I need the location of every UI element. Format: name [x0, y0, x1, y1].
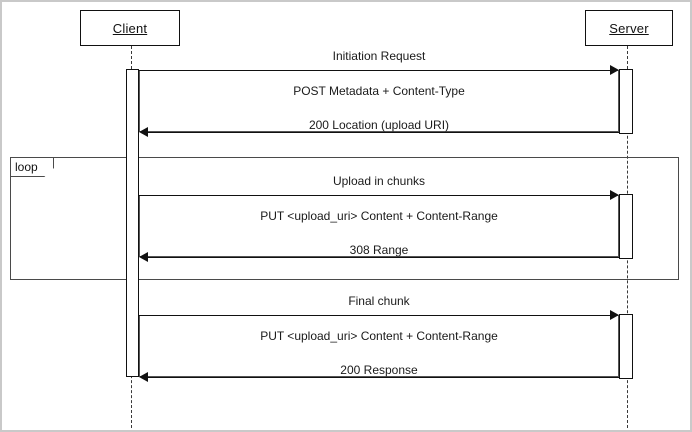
arrowhead-post-metadata — [610, 65, 619, 75]
arrowhead-200-response — [139, 372, 148, 382]
message-arrow-200-response — [148, 377, 619, 378]
message-arrow-put-final — [139, 315, 610, 316]
message-label-put-chunk: PUT <upload_uri> Content + Content-Range — [260, 209, 498, 223]
participant-box-server[interactable]: Server — [585, 10, 673, 46]
arrowhead-308-range — [139, 252, 148, 262]
participant-label-server: Server — [609, 20, 649, 36]
message-label-post-metadata: POST Metadata + Content-Type — [293, 84, 465, 98]
activation-bar-client — [126, 69, 139, 377]
message-label-200-response: 200 Response — [340, 363, 418, 377]
arrowhead-put-final — [610, 310, 619, 320]
loop-fragment-frame — [10, 157, 679, 280]
message-label-put-final: PUT <upload_uri> Content + Content-Range — [260, 329, 498, 343]
activation-bar-server-final — [619, 314, 633, 379]
loop-fragment-tab: loop — [10, 157, 54, 177]
participant-box-client[interactable]: Client — [80, 10, 180, 46]
group-title-final-chunk: Final chunk — [348, 294, 410, 308]
message-arrow-post-metadata — [139, 70, 610, 71]
message-label-308-range: 308 Range — [349, 243, 409, 257]
loop-fragment-label: loop — [15, 160, 38, 174]
message-arrow-308-range — [148, 257, 619, 258]
activation-bar-server-initiation — [619, 69, 633, 134]
activation-bar-server-chunk — [619, 194, 633, 259]
group-title-initiation: Initiation Request — [332, 49, 426, 63]
arrowhead-200-location — [139, 127, 148, 137]
arrowhead-put-chunk — [610, 190, 619, 200]
message-arrow-200-location — [148, 132, 619, 133]
message-arrow-put-chunk — [139, 195, 610, 196]
message-label-200-location: 200 Location (upload URI) — [308, 118, 450, 132]
group-title-upload-chunks: Upload in chunks — [332, 174, 426, 188]
participant-label-client: Client — [112, 20, 148, 36]
